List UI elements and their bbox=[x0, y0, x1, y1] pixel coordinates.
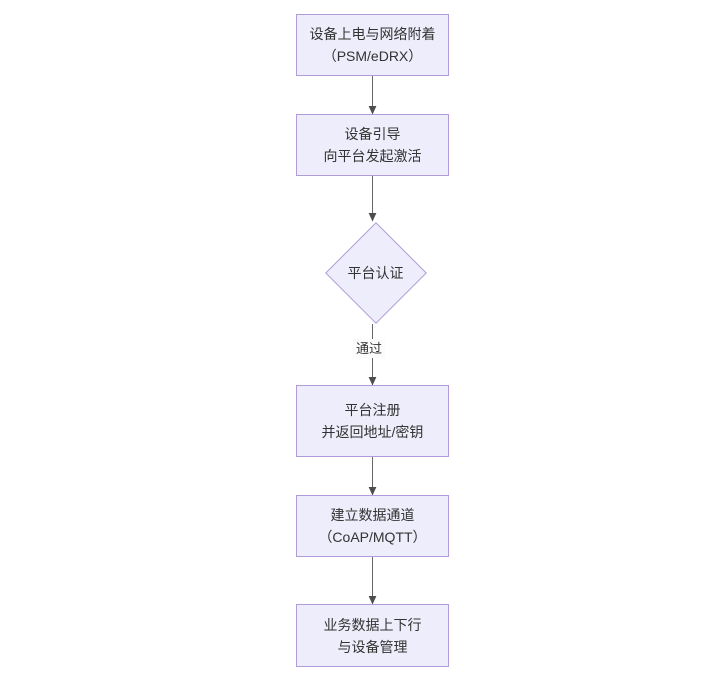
node-label-line1: 平台注册 bbox=[344, 402, 401, 418]
node-label-line2: 并返回地址/密钥 bbox=[321, 424, 424, 440]
node-platform-register[interactable]: 平台注册 并返回地址/密钥 bbox=[296, 385, 449, 457]
node-label-line2: （PSM/eDRX） bbox=[322, 48, 423, 64]
node-label-line1: 平台认证 bbox=[347, 264, 404, 281]
edge-label-pass: 通过 bbox=[353, 339, 386, 358]
node-device-power-on[interactable]: 设备上电与网络附着 （PSM/eDRX） bbox=[296, 14, 449, 76]
node-device-bootstrap[interactable]: 设备引导 向平台发起激活 bbox=[296, 114, 449, 176]
node-label-line2: （CoAP/MQTT） bbox=[318, 529, 427, 545]
node-label-line2: 与设备管理 bbox=[337, 638, 408, 655]
node-label-line2: 向平台发起激活 bbox=[323, 148, 422, 164]
node-establish-data-channel[interactable]: 建立数据通道 （CoAP/MQTT） bbox=[296, 495, 449, 557]
node-platform-auth-decision[interactable]: 平台认证 bbox=[324, 221, 427, 324]
node-label-line1: 业务数据上下行 bbox=[323, 616, 422, 633]
node-business-data-and-device-mgmt[interactable]: 业务数据上下行 与设备管理 bbox=[296, 604, 449, 667]
node-label-line1: 设备引导 bbox=[344, 126, 401, 142]
node-label-line1: 建立数据通道 bbox=[330, 507, 415, 523]
node-label-line1: 设备上电与网络附着 bbox=[309, 26, 436, 42]
